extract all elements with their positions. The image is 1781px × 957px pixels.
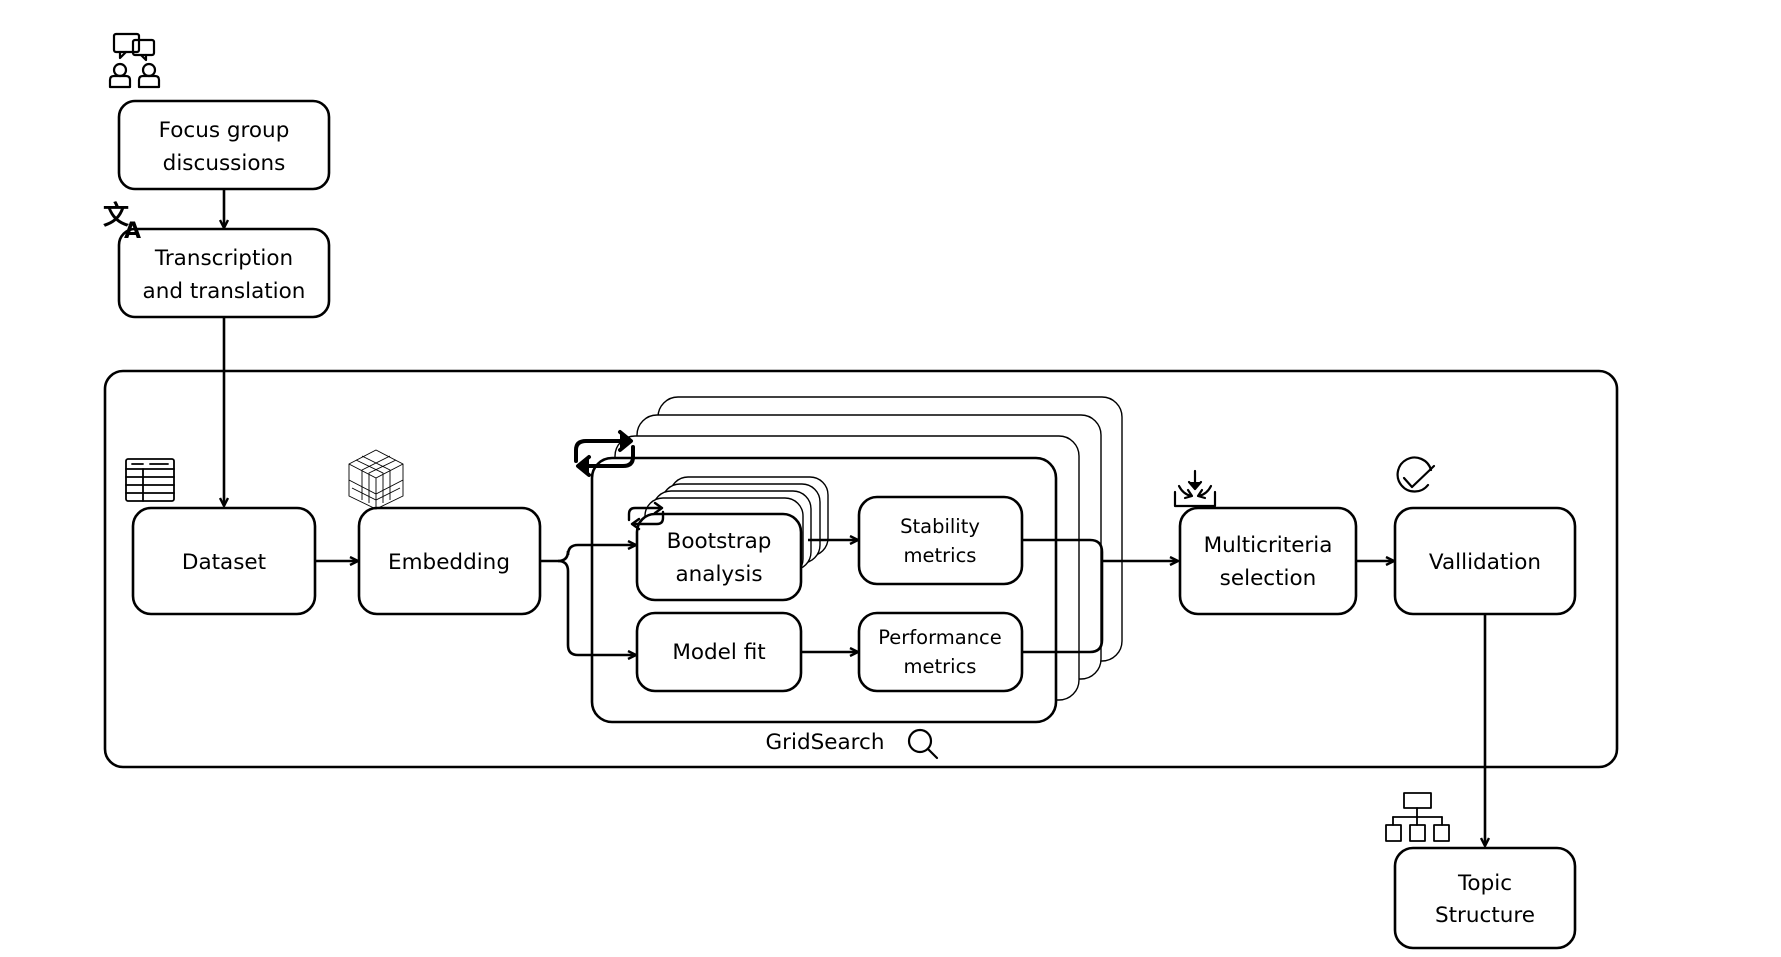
topic-structure-line1: Topic xyxy=(1457,871,1512,896)
focus-group-line1: Focus group xyxy=(159,118,290,143)
svg-text:A: A xyxy=(124,219,141,244)
translate-icon: 文 A xyxy=(103,200,141,244)
performance-line2: metrics xyxy=(904,655,977,678)
node-embedding: Embedding xyxy=(357,506,542,616)
stability-line1: Stability xyxy=(900,515,980,538)
dataset-label: Dataset xyxy=(182,550,266,575)
merge-arrows-icon xyxy=(1173,469,1217,508)
multicriteria-line2: selection xyxy=(1220,566,1317,591)
svg-text:文: 文 xyxy=(103,200,130,231)
table-icon xyxy=(125,458,175,502)
node-model-fit: Model fit xyxy=(635,611,803,693)
search-icon xyxy=(907,728,939,760)
transcription-line1: Transcription xyxy=(154,246,293,271)
hierarchy-icon xyxy=(1385,792,1450,842)
performance-to-merge xyxy=(1021,561,1104,654)
people-discussion-icon xyxy=(108,32,161,89)
transcription-line2: and translation xyxy=(143,279,306,304)
node-bootstrap: Bootstrap analysis xyxy=(635,512,803,602)
connectors xyxy=(224,189,1485,845)
node-validation: Vallidation xyxy=(1393,506,1577,616)
bootstrap-repeat-icon xyxy=(627,501,665,531)
node-dataset: Dataset xyxy=(131,506,317,616)
repeat-icon xyxy=(574,430,635,477)
gridsearch-label: GridSearch xyxy=(766,730,885,755)
bootstrap-line2: analysis xyxy=(675,562,762,587)
performance-line1: Performance xyxy=(878,626,1002,649)
focus-group-line2: discussions xyxy=(163,151,286,176)
node-stability: Stability metrics xyxy=(857,495,1024,586)
stability-line2: metrics xyxy=(904,544,977,567)
node-focus-group: Focus group discussions xyxy=(117,99,331,191)
embedding-label: Embedding xyxy=(388,550,510,575)
bootstrap-line1: Bootstrap xyxy=(667,529,772,554)
check-circle-icon xyxy=(1396,456,1436,493)
validation-label: Vallidation xyxy=(1429,550,1541,575)
node-multicriteria: Multicriteria selection xyxy=(1178,506,1358,616)
cube-icon xyxy=(348,449,404,510)
node-topic-structure: Topic Structure xyxy=(1393,846,1577,950)
topic-structure-line2: Structure xyxy=(1435,903,1535,928)
node-transcription: Transcription and translation xyxy=(117,227,331,319)
multicriteria-line1: Multicriteria xyxy=(1204,533,1333,558)
model-fit-label: Model fit xyxy=(672,640,765,665)
node-performance: Performance metrics xyxy=(857,611,1024,693)
stability-to-merge xyxy=(1021,538,1104,561)
arrow-embedding-to-modelfit xyxy=(557,559,635,655)
